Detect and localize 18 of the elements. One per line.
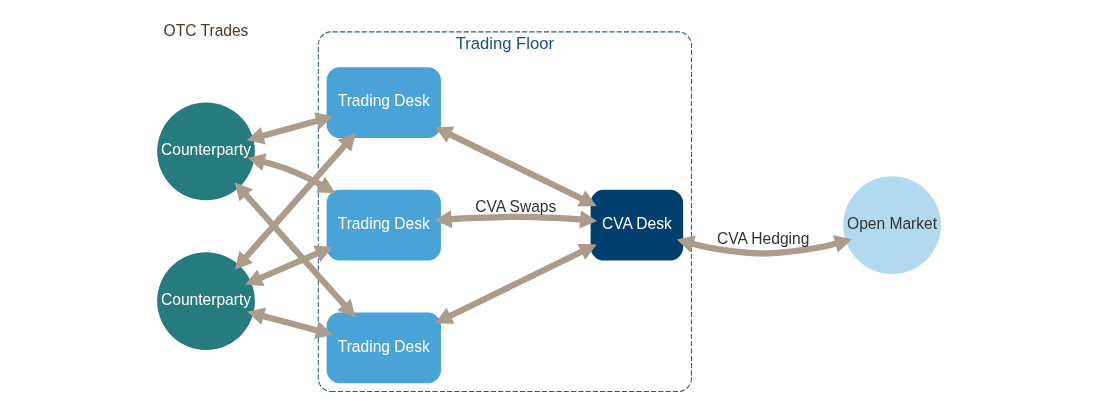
arrow — [246, 307, 333, 339]
arrow — [247, 152, 335, 193]
edge-label: CVA Hedging — [716, 229, 809, 247]
arrow — [234, 181, 355, 317]
edge-label: CVA Swaps — [474, 197, 556, 215]
node-box: Trading Desk — [326, 66, 441, 138]
arrow — [434, 243, 597, 324]
arrow — [676, 234, 852, 257]
arrow — [234, 132, 356, 270]
node-box: Trading Desk — [326, 189, 441, 261]
label: OTC Trades — [163, 21, 248, 39]
arrow — [244, 244, 333, 286]
node-box: Trading Desk — [326, 312, 441, 383]
arrow — [434, 126, 597, 207]
node-box: CVA Desk — [590, 189, 683, 261]
arrow — [246, 111, 333, 144]
node-circle: Open Market — [842, 175, 941, 274]
arrow — [434, 209, 597, 228]
